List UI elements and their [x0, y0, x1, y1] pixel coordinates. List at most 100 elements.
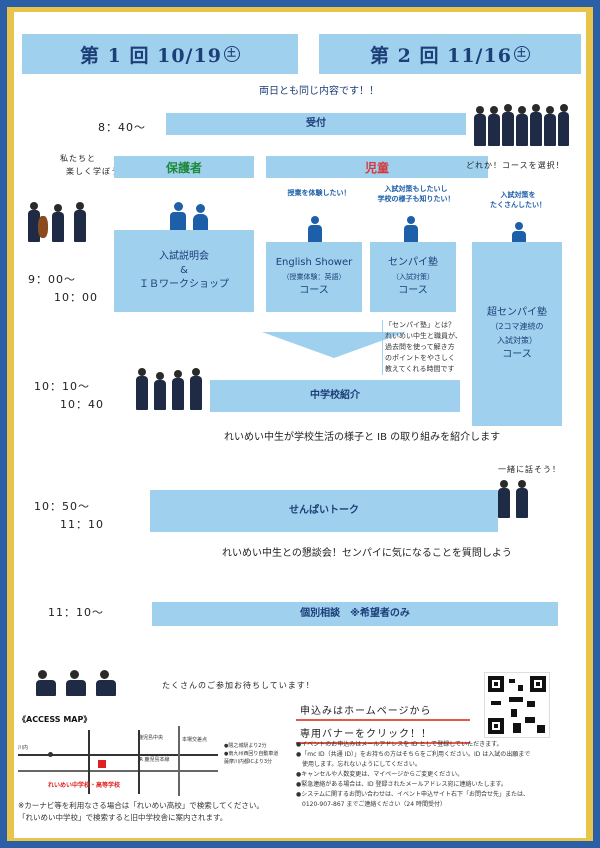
map-access-note-3: 薩摩川内都ICより3分: [224, 759, 273, 765]
intro-start-time: 10：10～: [34, 380, 90, 393]
course-english-box: English Shower （授業体験：英語） コース: [266, 242, 362, 312]
senpai-explain-3: 過去問を使って解き方: [385, 343, 455, 351]
guardian-program-line-2: &: [180, 265, 188, 276]
map-access-notes: ●隈之城駅より2分 ●南九州西回り自動車道 薩摩川内都ICより3分: [224, 742, 278, 766]
course-super-box: 超センパイ塾 （2コマ連続の 入試対策） コース: [472, 242, 562, 426]
apply-line-2: 専用バナーをクリック！！: [296, 723, 470, 744]
students-bar: 児童: [266, 156, 488, 178]
map-road-vertical-2: [138, 730, 140, 794]
course-senpai-sub: （入試対策）: [392, 273, 434, 281]
note-3: 使用します。忘れないようにしてください。: [296, 761, 421, 768]
map-road-vertical-3: [178, 726, 180, 796]
senpai-callout-line-1: 入試対策もしたいし: [384, 185, 448, 193]
intro-desc: れいめい中生が学校生活の様子と IB の取り組みを紹介します: [224, 432, 501, 443]
footer-students-image: [34, 668, 120, 698]
intro-end-time: 10：40: [60, 398, 104, 411]
note-1: ●イベントのお申込みはメールアドレスを ID として登録していただきます。: [296, 741, 503, 748]
map-school-label: れいめい中学校・高等学校: [48, 782, 121, 789]
note-2: ●「mc ID（共通 ID）」をお持ちの方はそちらをご利用ください。ID は入試…: [296, 751, 531, 758]
students-group-image: [472, 104, 572, 148]
access-map: れいめい中学校・高等学校 川内 JR 鹿児島本線 本場交差点 鹿児島中央 ●隈之…: [18, 726, 284, 798]
course-super-title: 超センパイ塾: [487, 307, 547, 318]
session-1-label: 第 1 回 10/19: [80, 44, 222, 67]
talk-label: せんぱいトーク: [289, 505, 359, 516]
students-label: 児童: [364, 160, 389, 175]
super-callout: 入試対策を たくさんしたい！: [476, 190, 560, 210]
guardians-label: 保護者: [165, 160, 202, 175]
band-students-image: [24, 200, 94, 244]
fun-note-line-1: 私たちと: [60, 154, 96, 163]
map-rail-line: [18, 754, 218, 756]
waiting-note: たくさんのご参加お待ちしています！: [162, 681, 315, 690]
super-callout-line-1: 入試対策を: [500, 191, 536, 199]
fun-note-line-2: 楽しく学ぼう！: [66, 167, 129, 176]
map-access-note-1: ●隈之城駅より2分: [224, 743, 267, 749]
senpai-explain-4: のポイントをやさしく: [385, 354, 455, 362]
guardian-program-box: 入試説明会 & ＩＢワークショップ: [114, 230, 254, 312]
talk-students-image: [494, 478, 544, 518]
english-callout: 授業を体験したい！: [287, 189, 351, 197]
intro-bar: 中学校紹介: [210, 380, 460, 412]
note-6: ●システムに関するお問い合わせは、イベント申込サイト右下「お問合せ先」または、: [296, 791, 530, 798]
super-callout-line-2: たくさんしたい！: [490, 201, 546, 209]
session-2-label: 第 2 回 11/16: [370, 44, 512, 67]
senpai-explain-5: 教えてくれる時間です: [385, 365, 455, 373]
talk-desc: れいめい中生との懇談会！センパイに気になることを質問しよう: [222, 548, 512, 559]
session-1-header: 第 1 回 10/19 土: [22, 34, 298, 74]
navi-note-2: 「れいめい中学校」で検索すると旧中学校舎に案内されます。: [18, 813, 228, 822]
course-senpai-course: コース: [398, 285, 428, 296]
navi-note: ※カーナビ等を利用なさる場合は「れいめい高校」で検索してください。 「れいめい中…: [18, 800, 288, 824]
flyer-page: 第 1 回 10/19 土 第 2 回 11/16 土 両日とも同じ内容です！！…: [14, 12, 586, 838]
session-2-day: 土: [513, 46, 530, 62]
together-note: 一緒に話そう！: [498, 465, 561, 474]
fun-note: 私たちと 楽しく学ぼう！: [60, 152, 129, 178]
map-school-marker: [98, 760, 106, 768]
course-senpai-box: センパイ塾 （入試対策） コース: [370, 242, 456, 312]
course-super-sub-2: 入試対策）: [497, 336, 537, 345]
map-station-dot: [48, 752, 53, 757]
apply-line-1: 申込みはホームページから: [296, 700, 470, 721]
student-silhouette-english: [306, 216, 326, 244]
talk-start-time: 10：50～: [34, 500, 90, 513]
navi-note-1: ※カーナビ等を利用なさる場合は「れいめい高校」で検索してください。: [18, 801, 264, 810]
consult-time: 11：10～: [48, 606, 104, 619]
map-road: [18, 770, 218, 772]
course-super-sub-1: （2コマ連続の: [490, 322, 544, 331]
access-map-title: 《ACCESS MAP》: [18, 715, 92, 724]
session-1-day: 土: [223, 46, 240, 62]
student-silhouette-senpai: [402, 216, 422, 244]
session-start-time: 9：00～: [28, 273, 76, 286]
guardian-program-line-3: ＩＢワークショップ: [139, 279, 229, 290]
senpai-explain-1: 「センパイ塾」とは？: [385, 321, 455, 329]
note-7: 0120-907-867 までご連絡ください（24 時間受付）: [296, 801, 446, 808]
senpai-callout: 入試対策もしたいし 学校の様子も知りたい！: [369, 184, 463, 204]
note-4: ●キャンセルや人数変更は、マイページからご変更ください。: [296, 771, 464, 778]
reception-time: 8：40～: [98, 121, 146, 134]
note-5: ●緊急連絡がある場合は、ID 登録されたメールアドレス宛に連絡いたします。: [296, 781, 507, 788]
senpai-explain: 「センパイ塾」とは？ れいめい中生と職員が、 過去問を使って解き方 のポイントを…: [382, 320, 473, 375]
map-label-4: 鹿児島中央: [138, 735, 164, 741]
guardians-bar: 保護者: [114, 156, 254, 178]
reception-label: 受付: [306, 118, 326, 129]
talk-end-time: 11：10: [60, 518, 104, 531]
map-access-note-2: ●南九州西回り自動車道: [224, 751, 279, 757]
course-super-course: コース: [502, 349, 532, 360]
guardian-program-line-1: 入試説明会: [159, 251, 209, 262]
consult-bar: 個別相談 ※希望者のみ: [152, 602, 558, 626]
registration-notes: ●イベントのお申込みはメールアドレスを ID として登録していただきます。 ●「…: [296, 740, 580, 810]
session-end-time: 10：00: [54, 291, 98, 304]
course-english-title: English Shower: [275, 257, 353, 268]
apply-banner: 申込みはホームページから 専用バナーをクリック！！: [296, 700, 470, 744]
qr-code[interactable]: [484, 672, 550, 738]
senpai-callout-line-2: 学校の様子も知りたい！: [377, 195, 455, 203]
course-english-course: コース: [299, 285, 329, 296]
intro-students-image: [134, 366, 210, 412]
talk-bar: せんぱいトーク: [150, 490, 498, 532]
reception-bar: 受付: [166, 113, 466, 135]
map-label-1: 川内: [18, 745, 29, 751]
course-english-sub: （授業体験：英語）: [282, 273, 346, 281]
course-senpai-title: センパイ塾: [388, 257, 438, 268]
senpai-explain-2: れいめい中生と職員が、: [385, 332, 462, 340]
intro-label: 中学校紹介: [310, 390, 360, 401]
map-label-2: JR 鹿児島本線: [138, 757, 170, 763]
